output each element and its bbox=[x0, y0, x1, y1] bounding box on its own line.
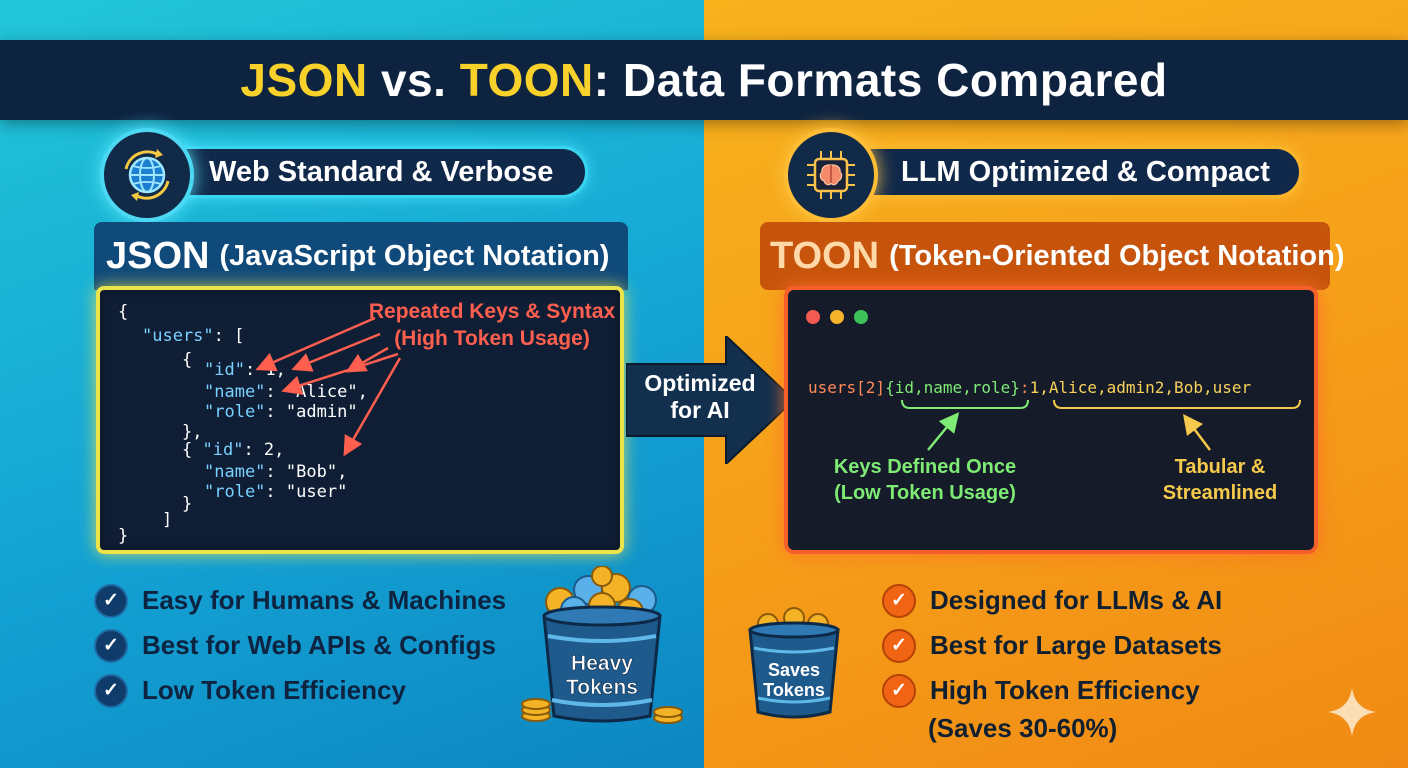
code-line: { bbox=[118, 302, 129, 322]
toon-code-block: users[2]{id,name,role}:1,Alice,admin2,Bo… bbox=[784, 286, 1318, 554]
title-vs: vs. bbox=[367, 54, 460, 106]
checkmark-icon: ✓ bbox=[94, 673, 128, 708]
toon-header: TOON (Token-Oriented Object Notation) bbox=[760, 222, 1345, 290]
json-header-fullname: (JavaScript Object Notation) bbox=[219, 239, 610, 272]
checkmark-icon: ✓ bbox=[882, 673, 916, 708]
code-line: "role": "admin" bbox=[204, 402, 358, 422]
toon-keys: {id,name,role} bbox=[885, 378, 1020, 397]
savings-percentage: (Saves 30-60%) bbox=[928, 713, 1118, 743]
code-line: } bbox=[118, 526, 129, 546]
window-minimize-dot bbox=[830, 310, 844, 324]
window-close-dot bbox=[806, 310, 820, 324]
code-line: "name": "Alice", bbox=[204, 382, 368, 402]
bullet-text: Easy for Humans & Machines bbox=[142, 585, 507, 615]
json-category-label: Web Standard & Verbose bbox=[209, 155, 554, 188]
toon-benefits-list: ✓ Designed for LLMs & AI ✓ Best for Large … bbox=[882, 578, 1222, 743]
json-benefits-list: ✓ Easy for Humans & Machines ✓ Best for We… bbox=[94, 578, 506, 713]
code-line: "name": "Bob", bbox=[204, 462, 348, 482]
bucket-label-line-1: Heavy bbox=[571, 652, 633, 675]
json-header: JSON (JavaScript Object Notation) bbox=[94, 222, 628, 290]
title-toon: TOON bbox=[459, 54, 594, 106]
checkmark-icon: ✓ bbox=[94, 583, 128, 618]
annotation-line-1: Repeated Keys & Syntax bbox=[368, 300, 616, 323]
code-line: }, bbox=[182, 422, 203, 442]
code-line: } bbox=[182, 494, 193, 514]
toon-values: 1,Alice,admin2,Bob,user bbox=[1029, 378, 1252, 397]
bullet-text: Best for Large Datasets bbox=[930, 630, 1222, 660]
json-code-block: { "users": [ { "id": 1, "name": "Alice",… bbox=[96, 286, 624, 554]
keys-defined-note: Keys Defined Once (Low Token Usage) bbox=[818, 454, 1032, 506]
page-title: JSON vs. TOON: Data Formats Compared bbox=[240, 53, 1167, 107]
annotation-line-2: (High Token Usage) bbox=[394, 327, 590, 350]
json-category-pill: Web Standard & Verbose bbox=[150, 146, 588, 198]
title-banner: JSON vs. TOON: Data Formats Compared bbox=[0, 40, 1408, 120]
globe-icon bbox=[100, 128, 194, 222]
keys-note-line-1: Keys Defined Once bbox=[833, 456, 1017, 478]
toon-header-acronym: TOON bbox=[770, 234, 880, 277]
list-item: ✓ Best for Large Datasets bbox=[882, 623, 1222, 668]
bullet-text: Designed for LLMs & AI bbox=[930, 585, 1223, 615]
checkmark-icon: ✓ bbox=[882, 583, 916, 618]
toon-brackets bbox=[901, 399, 1301, 451]
list-item: ✓ Best for Web APIs & Configs bbox=[94, 623, 506, 668]
toon-header-fullname: (Token-Oriented Object Notation) bbox=[889, 239, 1345, 272]
bucket-label-line-2: Tokens bbox=[566, 676, 638, 699]
json-header-acronym: JSON bbox=[106, 234, 210, 277]
window-maximize-dot bbox=[854, 310, 868, 324]
optimized-arrow-label: Optimized for AI bbox=[636, 370, 764, 424]
sparkle-icon bbox=[1328, 688, 1376, 736]
toon-colon: : bbox=[1019, 378, 1030, 397]
repeated-keys-annotation: Repeated Keys & Syntax (High Token Usage… bbox=[362, 298, 622, 352]
brain-chip-icon bbox=[784, 128, 878, 222]
toon-category-pill: LLM Optimized & Compact bbox=[838, 146, 1302, 198]
title-json: JSON bbox=[240, 54, 368, 106]
annotation-arrows bbox=[255, 316, 402, 457]
optimized-arrow bbox=[626, 336, 796, 464]
code-line: { bbox=[182, 350, 193, 370]
checkmark-icon: ✓ bbox=[882, 628, 916, 663]
saves-tokens-bucket-icon: Saves Tokens bbox=[748, 607, 840, 719]
list-item: ✓ Low Token Efficiency bbox=[94, 668, 506, 713]
arrow-label-line-1: Optimized bbox=[644, 370, 756, 396]
toon-category-label: LLM Optimized & Compact bbox=[901, 155, 1270, 188]
keys-note-line-2: (Low Token Usage) bbox=[834, 482, 1016, 504]
bullet-text: Best for Web APIs & Configs bbox=[142, 630, 496, 660]
toon-code-line: users[2]{id,name,role}:1,Alice,admin2,Bo… bbox=[808, 378, 1251, 397]
bullet-text: High Token Efficiency bbox=[930, 675, 1200, 705]
checkmark-icon: ✓ bbox=[94, 628, 128, 663]
title-rest: : Data Formats Compared bbox=[593, 54, 1168, 106]
heavy-tokens-bucket-icon: Heavy Tokens bbox=[521, 566, 683, 724]
code-line: { "id": 2, bbox=[182, 440, 285, 460]
list-item: ✓ Easy for Humans & Machines bbox=[94, 578, 506, 623]
tabular-note-line-1: Tabular & bbox=[1174, 456, 1266, 478]
code-line: "users": [ bbox=[142, 326, 245, 346]
list-item: ✓ High Token Efficiency bbox=[882, 668, 1222, 713]
bucket-label-line-2: Tokens bbox=[763, 680, 825, 700]
code-line: ] bbox=[162, 510, 173, 530]
tabular-note-line-2: Streamlined bbox=[1162, 482, 1278, 504]
bucket-label-line-1: Saves bbox=[768, 660, 820, 680]
bullet-text: Low Token Efficiency bbox=[142, 675, 406, 705]
toon-array-name: users[2] bbox=[808, 378, 886, 397]
code-line: "role": "user" bbox=[204, 482, 348, 502]
list-item: ✓ Designed for LLMs & AI bbox=[882, 578, 1222, 623]
tabular-note: Tabular & Streamlined bbox=[1130, 454, 1310, 506]
arrow-label-line-2: for AI bbox=[670, 397, 730, 423]
